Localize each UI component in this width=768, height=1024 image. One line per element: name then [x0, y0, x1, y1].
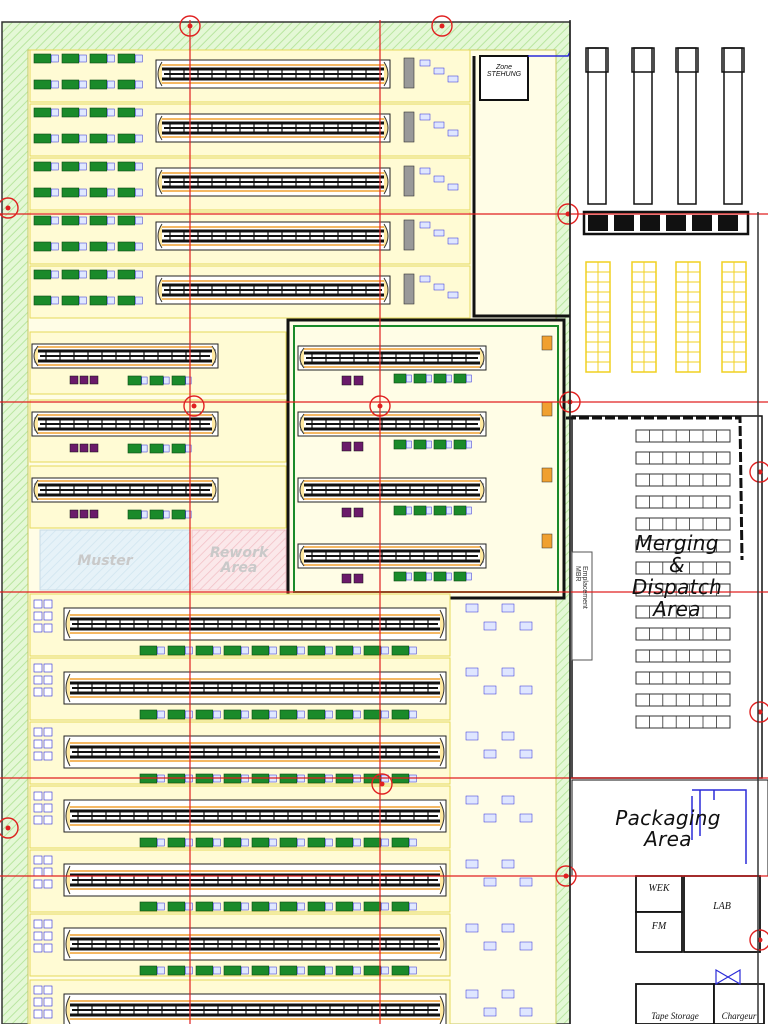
rack-3 — [721, 261, 747, 373]
top-stations-a-2 — [33, 161, 143, 172]
low-stations-1 — [139, 709, 417, 720]
low-line-2 — [63, 735, 447, 769]
grid-marker-0 — [179, 15, 201, 37]
top-line-1 — [155, 113, 391, 143]
lab-label: LAB — [713, 901, 731, 912]
top-stations-b-0 — [33, 79, 143, 90]
rack-2 — [675, 261, 701, 373]
pallet-row-10 — [635, 649, 731, 663]
pallet-row-4 — [635, 517, 731, 531]
fm-label: FM — [651, 921, 667, 932]
low-line-1 — [63, 671, 447, 705]
top-stations-b-2 — [33, 187, 143, 198]
center-line-2 — [297, 477, 487, 503]
dispatch-note-box — [571, 551, 593, 661]
center-stations-3 — [393, 571, 472, 582]
muster-label: Muster — [77, 553, 133, 569]
grid-marker-1 — [431, 15, 453, 37]
grid-marker-9 — [555, 865, 577, 887]
pallet-row-6 — [635, 561, 731, 575]
grid-lines — [0, 20, 768, 1024]
rack-1 — [631, 261, 657, 373]
low-line-5 — [63, 927, 447, 961]
pallet-row-2 — [635, 473, 731, 487]
low-line-4 — [63, 863, 447, 897]
dispatch-pallets — [635, 429, 731, 729]
center-line-3 — [297, 543, 487, 569]
mid-stations-2 — [127, 509, 192, 520]
rework-area — [191, 529, 287, 591]
pallet-row-0 — [635, 429, 731, 443]
pallet-row-1 — [635, 451, 731, 465]
center-line-1 — [297, 411, 487, 437]
top-line-0 — [155, 59, 391, 89]
mid-line-1 — [31, 411, 219, 437]
low-line-0 — [63, 607, 447, 641]
top-line-3 — [155, 221, 391, 251]
mid-line-2 — [31, 477, 219, 503]
mid-stations-1 — [127, 443, 192, 454]
zone-box — [479, 55, 529, 101]
center-stations-0 — [393, 373, 472, 384]
packaging-area — [571, 779, 768, 877]
zone-label: Zone STEHUNG — [486, 64, 522, 79]
grid-markers — [0, 15, 768, 951]
top-stations-b-4 — [33, 295, 143, 306]
top-stations-b-1 — [33, 133, 143, 144]
pallet-row-12 — [635, 693, 731, 707]
pallet-row-11 — [635, 671, 731, 685]
low-stations-0 — [139, 645, 417, 656]
grid-marker-2 — [0, 197, 19, 219]
low-stations-4 — [139, 901, 417, 912]
center-stations-1 — [393, 439, 472, 450]
pallet-row-8 — [635, 605, 731, 619]
pallet-row-7 — [635, 583, 731, 597]
low-line-6 — [63, 993, 447, 1024]
mid-line-0 — [31, 343, 219, 369]
rack-0 — [585, 261, 611, 373]
chargeur-label: Chargeur — [721, 1011, 757, 1021]
grid-marker-7 — [0, 817, 19, 839]
grid-marker-6 — [369, 395, 391, 417]
production-lines — [29, 49, 553, 1024]
tape-storage-label: Tape Storage — [651, 1011, 699, 1021]
top-line-2 — [155, 167, 391, 197]
top-line-4 — [155, 275, 391, 305]
top-stations-a-1 — [33, 107, 143, 118]
grid-marker-8 — [371, 773, 393, 795]
top-stations-a-4 — [33, 269, 143, 280]
merging-dispatch-label: Merging & Dispatch Area — [631, 531, 723, 621]
pallet-row-3 — [635, 495, 731, 509]
center-stations-2 — [393, 505, 472, 516]
pallet-row-5 — [635, 539, 731, 553]
pallet-row-9 — [635, 627, 731, 641]
grid-marker-5 — [183, 395, 205, 417]
low-stations-3 — [139, 837, 417, 848]
low-stations-5 — [139, 965, 417, 976]
rooms — [635, 875, 765, 1024]
low-line-3 — [63, 799, 447, 833]
center-line-0 — [297, 345, 487, 371]
silo-group — [582, 47, 750, 236]
mid-stations-0 — [127, 375, 192, 386]
top-stations-b-3 — [33, 241, 143, 252]
yellow-racks — [585, 261, 747, 373]
packaging-label: Packaging Area — [615, 806, 721, 851]
pallet-row-13 — [635, 715, 731, 729]
top-stations-a-0 — [33, 53, 143, 64]
wek-label: WEK — [648, 883, 670, 894]
top-stations-a-3 — [33, 215, 143, 226]
muster-area — [39, 529, 191, 591]
emplacement-label: Emplacement MBR — [574, 566, 588, 609]
rework-label: Rework Area — [209, 545, 269, 576]
